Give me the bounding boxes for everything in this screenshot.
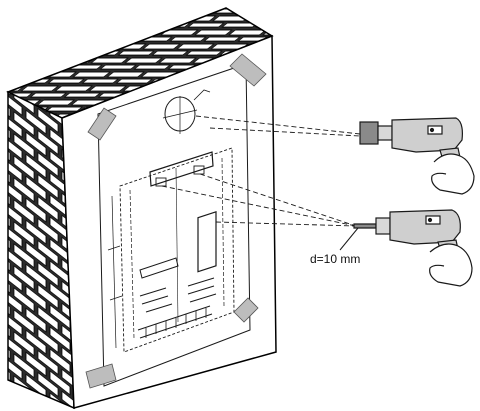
guide-line-1 <box>129 189 135 339</box>
dimension-line-left <box>111 195 117 349</box>
projection-drill-2 <box>199 173 357 227</box>
lower-hand-icon <box>429 243 473 287</box>
component-left <box>139 287 173 313</box>
projection-drill-3 <box>215 221 357 227</box>
din-rail <box>139 257 179 279</box>
lower-drill-switch <box>425 215 441 225</box>
dimension-tick-1 <box>107 245 121 251</box>
bracket-hole-right <box>193 165 205 175</box>
upper-hand-icon <box>431 153 475 195</box>
lower-drill-body <box>389 209 461 245</box>
guide-line-2 <box>221 157 225 307</box>
upper-drill-switch-dot <box>429 127 435 133</box>
lower-drill-chuck <box>375 217 391 235</box>
guide-line-3 <box>175 167 179 323</box>
circle-leader <box>193 89 211 101</box>
projection-hole-saw <box>195 115 361 135</box>
masking-tape-icon <box>85 53 267 389</box>
projection-upper-bracket <box>209 127 361 137</box>
dimension-tick-2 <box>109 295 123 301</box>
twist-drill-icon <box>339 209 473 287</box>
lower-drill-switch-dot <box>427 217 433 223</box>
mount-bracket <box>149 151 214 187</box>
projection-drill-1 <box>161 185 357 227</box>
component-right <box>187 277 217 303</box>
upper-drill-body <box>391 117 463 153</box>
tape-top-left <box>87 107 117 141</box>
upper-drill-switch <box>427 125 443 135</box>
tape-bottom-right <box>233 297 259 323</box>
tape-bottom-left <box>85 363 117 389</box>
diameter-leader <box>339 227 359 251</box>
bracket-hole-left <box>155 177 167 187</box>
drill-diameter-label: d=10 mm <box>310 252 361 266</box>
hole-saw-bit <box>359 121 379 145</box>
hole-saw-chuck <box>377 125 393 141</box>
cable-slot <box>197 211 217 273</box>
hole-saw-drill-icon <box>359 117 475 195</box>
drill-projection-lines <box>161 115 361 227</box>
twist-bit <box>353 223 377 229</box>
terminal-ticks <box>145 308 207 338</box>
template-sheet <box>97 63 251 387</box>
tape-top-right <box>229 53 267 87</box>
